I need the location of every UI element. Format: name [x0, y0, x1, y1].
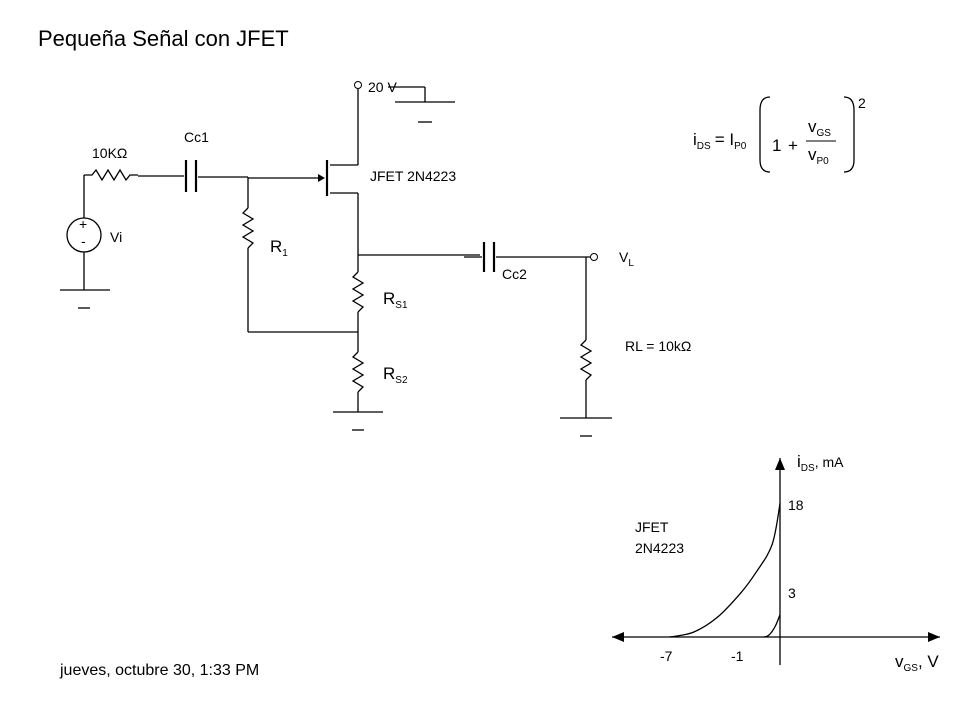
supply-label: 20 V	[368, 79, 397, 95]
shockley-equation: iDS= IP0 1 + vGS vP0 2	[693, 95, 866, 173]
transfer-curve-inner	[764, 614, 781, 638]
device-label-line2: 2N4223	[635, 540, 684, 556]
supply-terminal	[354, 81, 362, 89]
source-plus-sign: +	[79, 216, 87, 232]
source-ground-symbol	[60, 289, 110, 309]
transfer-curve-inner-point-1	[767, 635, 769, 637]
transfer-curve-outer-point-4	[755, 571, 758, 573]
eq-numerator: vGS	[808, 117, 831, 139]
transfer-curve-outer	[669, 503, 781, 638]
y-tick-3: 3	[788, 585, 796, 601]
rs2-label: RS2	[383, 364, 408, 386]
device-label-line1: JFET	[635, 519, 669, 535]
input-source: + - Vi	[60, 175, 122, 309]
source-minus-sign: -	[81, 233, 86, 249]
footer-date: jueves, octubre 30, 1:33 PM	[60, 662, 260, 679]
cc2-capacitor	[464, 242, 590, 272]
r1-resistor	[241, 207, 255, 249]
vl-terminal	[590, 253, 598, 261]
rl-label: RL = 10kΩ	[625, 338, 691, 354]
source-label: Vi	[110, 229, 122, 245]
eq-denominator: vP0	[808, 145, 829, 167]
transfer-curve-inner-point-2	[771, 630, 773, 633]
vl-label: VL	[619, 249, 634, 269]
x-axis-left-arrow-icon	[612, 632, 624, 642]
rs1-resistor	[351, 271, 365, 313]
transfer-curve-outer-point-3	[740, 592, 742, 594]
left-paren-icon	[759, 96, 771, 173]
right-paren-icon	[843, 96, 855, 173]
rl-ground-symbol	[560, 417, 612, 437]
transfer-curve-outer-point-0	[669, 636, 671, 638]
eq-plus: +	[788, 136, 798, 155]
transfer-curve-outer-point-5	[771, 544, 773, 546]
transfer-curve-outer-point-2	[716, 616, 718, 619]
jfet-label: JFET 2N4223	[370, 168, 456, 184]
transfer-curves	[669, 503, 781, 638]
y-axis-label: iDS, mA	[797, 452, 844, 474]
transfer-curve-inner-point-3	[775, 623, 777, 626]
transfer-curve-inner-point-4	[779, 614, 781, 616]
rs1-label: RS1	[383, 289, 408, 311]
transfer-curve-outer-point-6	[779, 503, 781, 505]
cc2-label: Cc2	[502, 266, 527, 282]
supply-node: 20 V	[354, 79, 455, 123]
rs2-ground-symbol	[333, 411, 383, 431]
cc1-capacitor	[138, 160, 248, 192]
transfer-curve-inner-point-0	[763, 636, 765, 638]
gate-arrow-icon	[318, 174, 325, 182]
eq-exponent: 2	[858, 95, 866, 111]
source-resistor-label: 10KΩ	[92, 145, 127, 161]
eq-one: 1	[772, 136, 781, 155]
jfet-symbol	[248, 160, 358, 196]
y-tick-18: 18	[788, 497, 804, 513]
x-tick-minus-7: -7	[660, 648, 673, 664]
y-axis-arrow-icon	[775, 458, 785, 470]
x-tick-minus-1: -1	[731, 648, 744, 664]
transfer-characteristic-graph: iDS, mA vGS, V JFET 2N4223 18 3 -7 -1	[612, 452, 940, 674]
rs2-resistor	[351, 351, 365, 393]
transfer-curve-outer-point-1	[693, 631, 695, 633]
cc1-label: Cc1	[184, 129, 209, 145]
supply-ground-symbol	[395, 101, 455, 123]
x-axis-label: vGS, V	[895, 652, 939, 674]
x-axis-right-arrow-icon	[928, 632, 940, 642]
page-title: Pequeña Señal con JFET	[38, 26, 289, 51]
rl-resistor	[579, 339, 593, 381]
source-resistor	[84, 168, 138, 182]
r1-label: R1	[270, 237, 288, 259]
eq-lhs: iDS= IP0	[693, 130, 747, 152]
